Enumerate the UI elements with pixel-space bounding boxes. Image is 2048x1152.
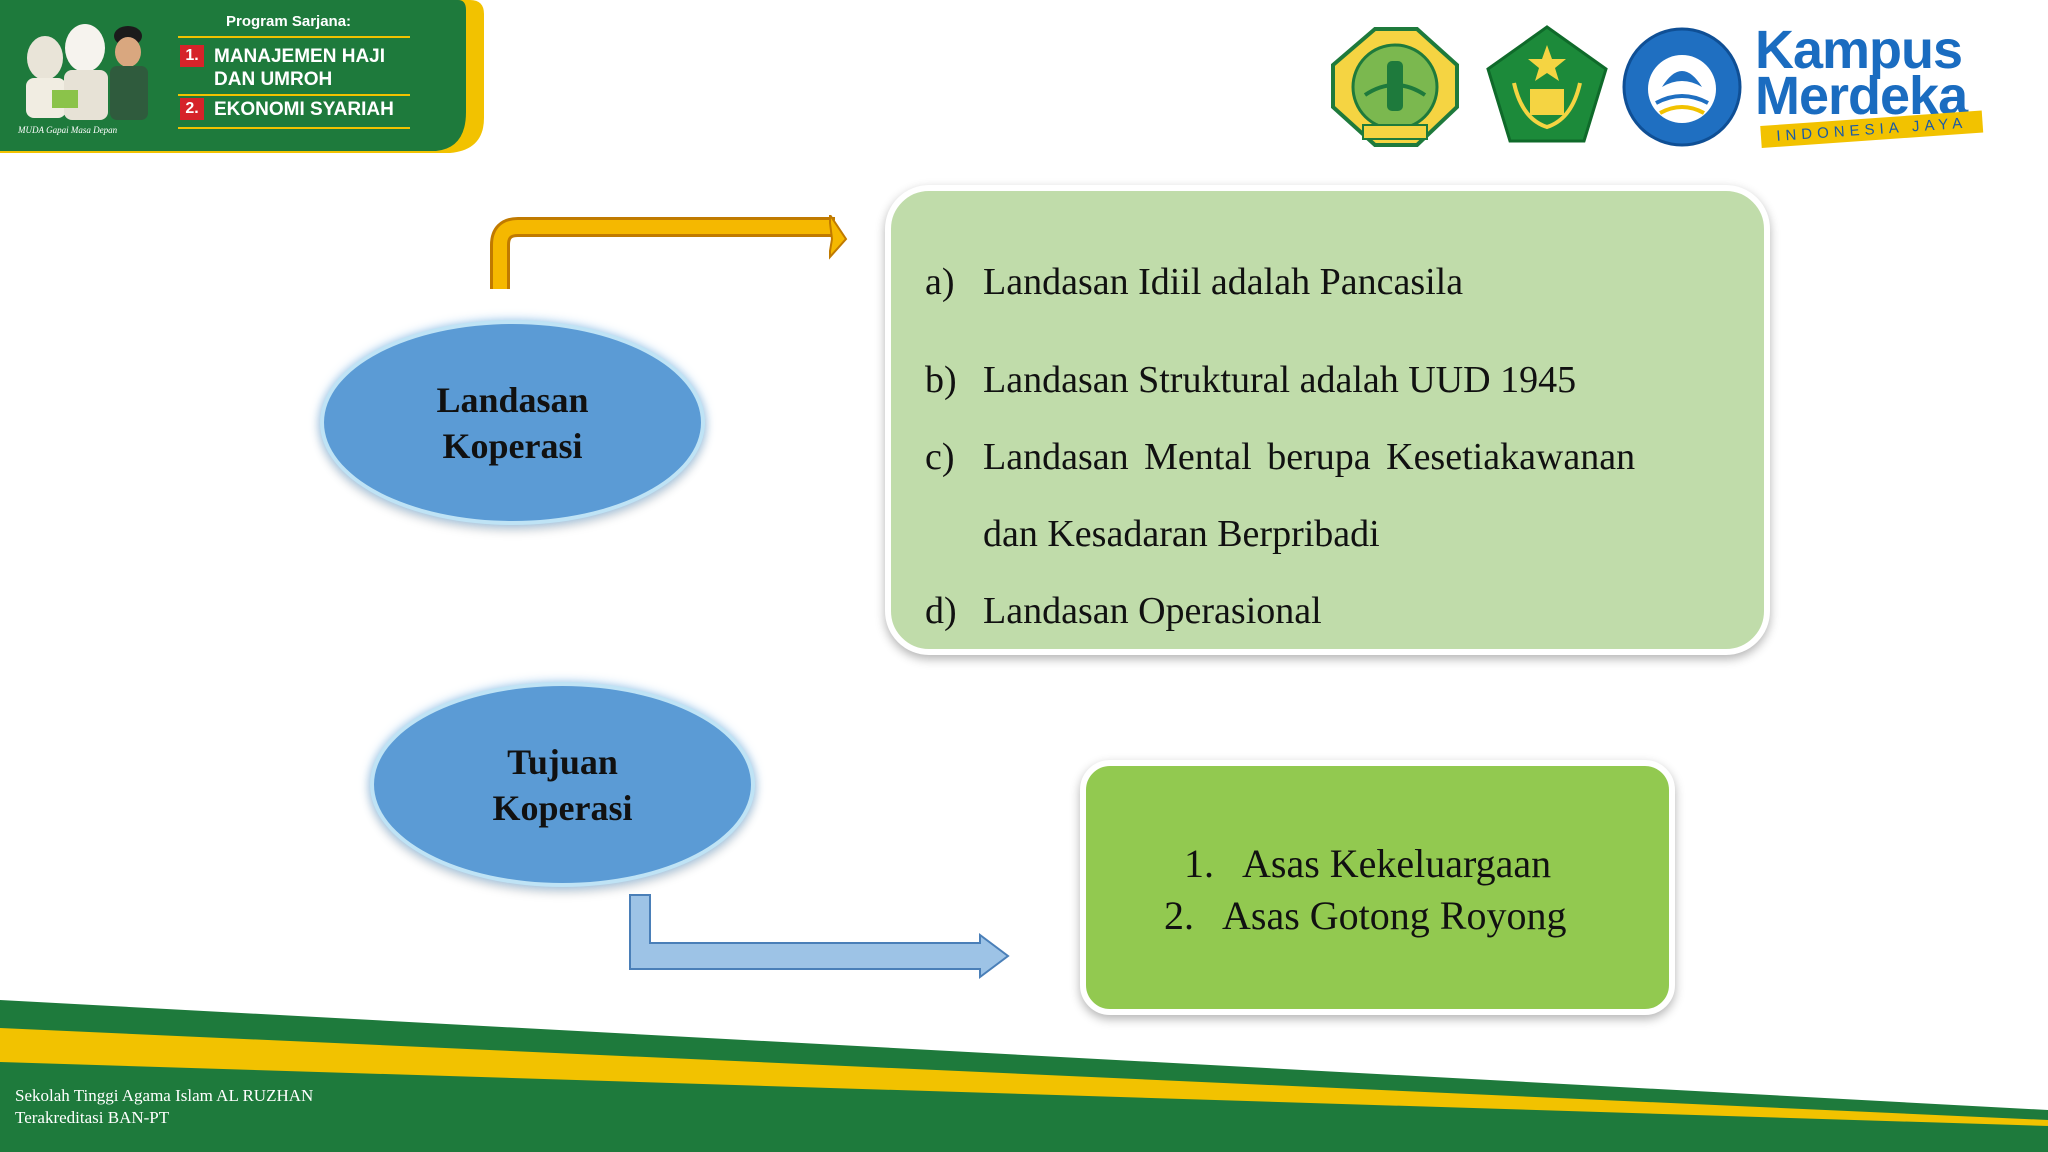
list-marker: b) (925, 359, 957, 401)
node-tujuan-koperasi: Tujuan Koperasi (370, 682, 755, 887)
list-marker: 1. (1184, 841, 1214, 886)
list-marker: d) (925, 590, 957, 632)
landasan-item: b) Landasan Struktural adalah UUD 1945 (925, 358, 1576, 402)
divider-line (178, 94, 410, 96)
list-text: Landasan Struktural adalah UUD 1945 (983, 359, 1577, 401)
program-label: EKONOMI SYARIAH (214, 99, 394, 120)
footer: Sekolah Tinggi Agama Islam AL RUZHAN Ter… (0, 1000, 2048, 1152)
divider-line (178, 36, 410, 38)
footer-background (0, 1000, 2048, 1152)
list-marker: 2. (1164, 893, 1194, 938)
list-text: Asas Kekeluargaan (1242, 841, 1552, 886)
list-text: Landasan Mental berupa Kesetiakawanan (983, 436, 1636, 478)
landasan-item: c) Landasan Mental berupa Kesetiakawanan (925, 435, 1635, 479)
kampus-word: Kampus (1755, 20, 1963, 80)
asas-item: 2. Asas Gotong Royong (1164, 892, 1566, 939)
landasan-item: dan Kesadaran Berpribadi (925, 512, 1380, 556)
stai-alruzhan-logo (1331, 27, 1459, 147)
list-marker (925, 512, 983, 556)
list-text: Asas Gotong Royong (1222, 893, 1567, 938)
node-landasan-koperasi: Landasan Koperasi (320, 320, 705, 525)
program-item-1: 1. MANAJEMEN HAJI DAN UMROH (180, 45, 385, 91)
program-label: MANAJEMEN HAJI DAN UMROH (214, 46, 386, 90)
tut-wuri-handayani-logo (1622, 27, 1742, 147)
landasan-box (885, 185, 1770, 655)
tagline: MUDA Gapai Masa Depan (18, 125, 118, 135)
list-text: dan Kesadaran Berpribadi (983, 513, 1380, 555)
list-marker: a) (925, 261, 955, 303)
landasan-item: d) Landasan Operasional (925, 589, 1322, 633)
program-item-2: 2. EKONOMI SYARIAH (180, 98, 394, 121)
program-number: 2. (180, 98, 204, 120)
asas-item: 1. Asas Kekeluargaan (1184, 840, 1551, 887)
landasan-item: a) Landasan Idiil adalah Pancasila (925, 260, 1463, 304)
list-text: Landasan Operasional (983, 590, 1322, 632)
kemenag-logo (1486, 25, 1608, 143)
header-banner: Program Sarjana: 1. MANAJEMEN HAJI DAN U… (0, 0, 485, 155)
list-text: Landasan Idiil adalah Pancasila (983, 261, 1464, 303)
asas-box (1080, 760, 1675, 1015)
footer-accreditation: Terakreditasi BAN-PT (15, 1108, 170, 1127)
footer-institution: Sekolah Tinggi Agama Islam AL RUZHAN (15, 1086, 314, 1105)
kampus-merdeka-logo: Kampus Merdeka INDONESIA JAYA (1755, 22, 1985, 152)
students-illustration (26, 24, 148, 120)
divider-line (178, 127, 410, 129)
program-title: Program Sarjana: (226, 13, 352, 30)
blue-arrow (629, 894, 1010, 979)
list-marker: c) (925, 436, 955, 478)
program-number: 1. (180, 45, 204, 67)
orange-arrow (490, 215, 848, 289)
